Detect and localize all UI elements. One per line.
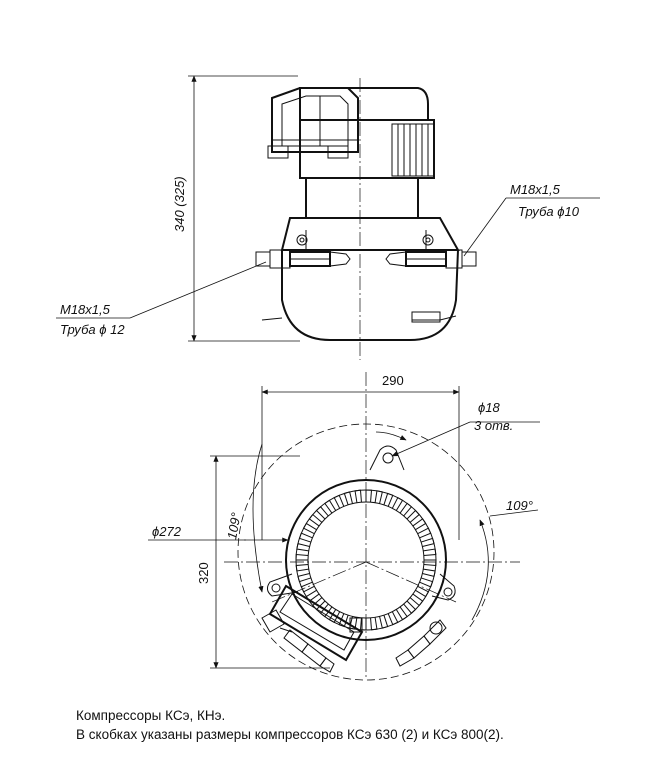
cooling-fin: [406, 509, 420, 523]
left-port-leader: [129, 261, 267, 319]
cooling-fin: [295, 553, 309, 561]
cooling-fin: [295, 564, 309, 572]
caption-line-1: Компрессоры КСэ, КНэ.: [76, 708, 226, 723]
angle-right-label: 109°: [506, 498, 533, 513]
cooling-fin: [423, 559, 437, 567]
top-diagonal-axis-right: [365, 561, 457, 603]
cooling-fin: [343, 491, 353, 505]
left-port-pipe: Труба ϕ 12: [60, 322, 125, 337]
cooling-fin: [308, 513, 323, 527]
cooling-fin: [403, 600, 417, 614]
cooling-fin: [300, 581, 315, 593]
cooling-fin: [412, 518, 427, 531]
hole-diameter-label: ϕ18: [478, 400, 500, 415]
cooling-fin: [415, 585, 430, 598]
hole-leader: [391, 421, 471, 457]
housing-bowl: [281, 249, 459, 341]
motor-neck: [305, 177, 419, 219]
left-port-thread: M18x1,5: [60, 302, 111, 317]
fin-inner-circle: [307, 501, 425, 619]
top-view: 290 320 ϕ272 ϕ18 3 отв. 109° 109°: [148, 372, 540, 681]
angle-left-label: 109°: [224, 511, 243, 540]
terminal-box-top: [261, 584, 364, 662]
right-port-pipe: Труба ϕ10: [518, 204, 580, 219]
cooling-fin: [417, 527, 432, 539]
cooling-fin: [349, 616, 358, 630]
right-port-thread: M18x1,5: [510, 182, 561, 197]
cooling-fin: [315, 506, 329, 520]
cooling-fin: [297, 573, 311, 583]
top-diagonal-axis-left: [271, 561, 367, 603]
motor-top: [299, 87, 429, 121]
outer-pitch-circle: [237, 423, 495, 681]
left-fitting-top: [279, 627, 335, 673]
cooling-fin: [387, 611, 399, 626]
cooling-fin: [359, 617, 367, 631]
top-height-dimension-label: 320: [196, 562, 211, 584]
mounting-lug-right: [431, 573, 456, 601]
cooling-fin: [370, 617, 378, 631]
diameter-label: ϕ272: [152, 524, 182, 539]
cooling-fin: [423, 548, 437, 556]
cooling-fin: [395, 606, 408, 621]
height-dimension-label: 340 (325): [172, 176, 187, 232]
cooling-fin: [365, 489, 373, 503]
left-foot: [261, 317, 283, 321]
cooling-fin: [379, 615, 389, 629]
cooling-fin: [333, 494, 345, 509]
width-dimension-label: 290: [382, 373, 404, 388]
cooling-fin: [399, 502, 413, 517]
cooling-fin: [419, 577, 434, 588]
mounting-lug-top: [369, 445, 405, 471]
body-circle: [285, 479, 447, 641]
cooling-fin: [374, 490, 383, 504]
cooling-fin: [383, 492, 394, 507]
angle-arc-left: [252, 443, 264, 593]
mounting-lug-left: [266, 573, 299, 597]
cooling-fin: [422, 568, 436, 577]
hole-arc-arrow: [375, 431, 407, 441]
compressor-drawing: 340 (325) M18x1,5 Труба ϕ 12 M18x1,5 Тру…: [56, 75, 600, 681]
housing-upper: [280, 217, 460, 251]
left-port-fitting: [255, 230, 351, 269]
hole-count-label: 3 отв.: [474, 418, 513, 433]
cooling-fin: [324, 499, 337, 514]
cooling-fin: [421, 537, 435, 547]
angle-arc-right: [471, 519, 489, 621]
cooling-fin: [298, 532, 313, 543]
terminal-box: [267, 87, 359, 159]
side-view: 340 (325) M18x1,5 Труба ϕ 12 M18x1,5 Тру…: [56, 75, 600, 360]
cooling-fin: [302, 522, 317, 535]
cooling-fin: [391, 496, 404, 511]
right-port-leader: [463, 197, 507, 257]
right-port-fitting: [385, 230, 477, 269]
right-fitting-top: [395, 619, 447, 667]
right-lug: [411, 311, 441, 323]
caption-line-2: В скобках указаны размеры компрессоров К…: [76, 727, 504, 742]
cooling-fins: [295, 489, 437, 631]
cooling-fin: [409, 593, 424, 607]
cooling-fin: [296, 543, 310, 552]
cooling-fin: [354, 489, 362, 503]
